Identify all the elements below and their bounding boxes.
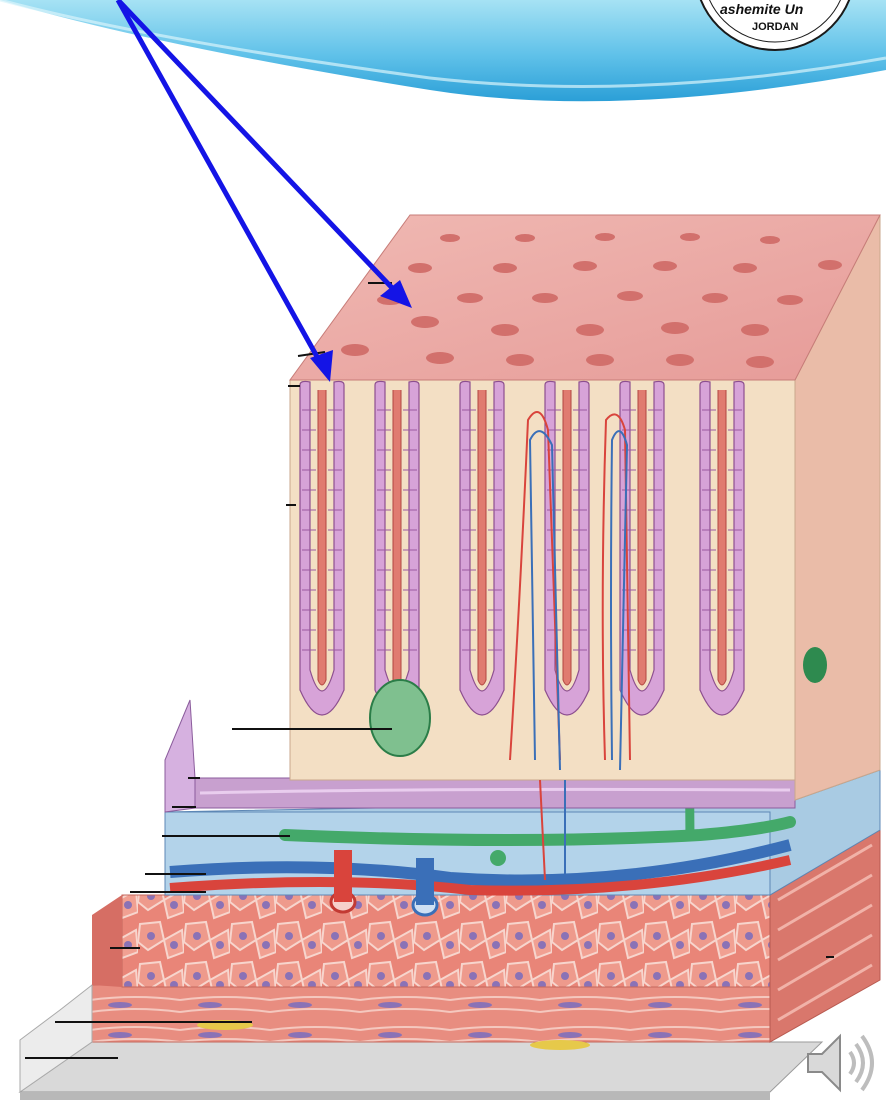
muscularis-mucosae: [195, 778, 795, 808]
seal-text-top: ashemite Un: [720, 1, 803, 17]
circular-muscle-layer: [122, 895, 770, 987]
speaker-icon: [800, 1022, 882, 1104]
serosa-layer: [20, 1042, 822, 1092]
audio-speaker-button[interactable]: [800, 1022, 882, 1104]
lymphoid-nodule: [370, 680, 430, 756]
longitudinal-muscle-layer: [92, 985, 770, 1042]
seal-text-bottom: JORDAN: [752, 21, 799, 33]
